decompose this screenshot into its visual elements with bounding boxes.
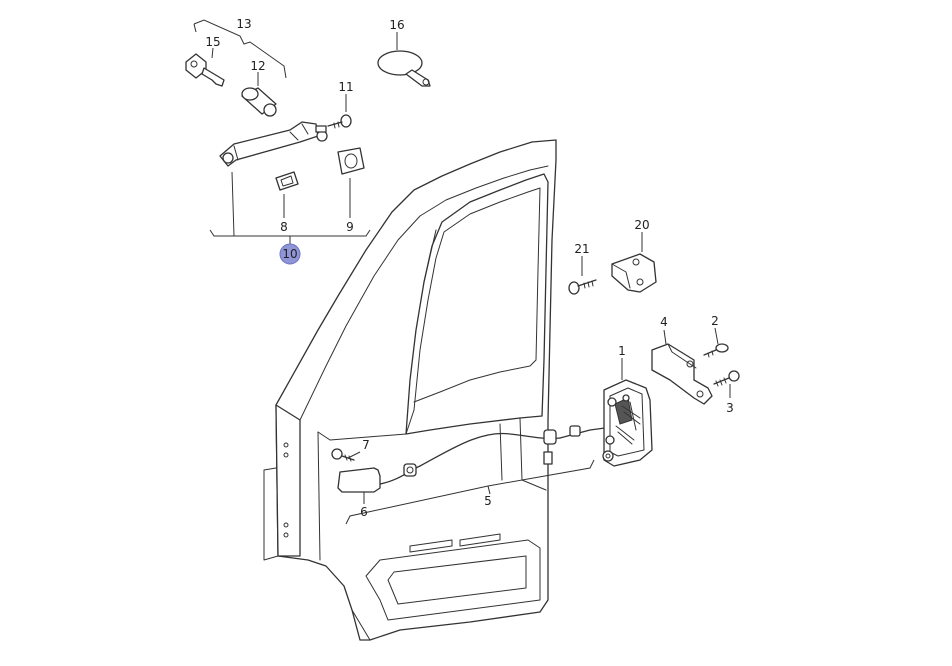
cable-end-fitting <box>543 425 581 445</box>
callout-7[interactable]: 7 <box>362 438 370 452</box>
callout-labels: 13 15 12 16 11 8 9 10 20 21 4 2 1 3 7 6 … <box>205 17 733 519</box>
callout-20[interactable]: 20 <box>634 218 649 232</box>
lock-cylinder-12 <box>241 87 277 117</box>
callout-13[interactable]: 13 <box>236 17 251 31</box>
callout-9[interactable]: 9 <box>346 220 354 234</box>
lock-cover-4 <box>651 343 713 405</box>
leader-lines <box>193 19 731 525</box>
callout-3[interactable]: 3 <box>726 401 734 415</box>
callout-16[interactable]: 16 <box>389 18 404 32</box>
lock-mechanism <box>602 379 653 467</box>
callout-8[interactable]: 8 <box>280 220 288 234</box>
callout-2[interactable]: 2 <box>711 314 719 328</box>
door-shell <box>263 139 557 641</box>
screw-21 <box>568 279 597 295</box>
callout-6[interactable]: 6 <box>360 505 368 519</box>
screw-2 <box>703 343 729 358</box>
screw-11 <box>327 114 352 129</box>
callout-10-highlight <box>279 243 301 265</box>
callout-15[interactable]: 15 <box>205 35 220 49</box>
callout-4[interactable]: 4 <box>660 315 668 329</box>
exterior-handle-10 <box>219 121 328 167</box>
callout-11[interactable]: 11 <box>338 80 353 94</box>
gasket-9 <box>337 147 365 175</box>
screw-3 <box>713 370 740 387</box>
gasket-8 <box>275 171 299 191</box>
inner-mechanism <box>331 425 606 493</box>
callout-1[interactable]: 1 <box>618 344 626 358</box>
cable-clip <box>403 463 417 477</box>
callout-5[interactable]: 5 <box>484 494 492 508</box>
bracket-20 <box>611 253 657 293</box>
callout-12[interactable]: 12 <box>250 59 265 73</box>
callout-21[interactable]: 21 <box>574 242 589 256</box>
cap-16 <box>377 50 431 87</box>
callout-10[interactable]: 10 <box>282 247 297 261</box>
key-15 <box>185 53 225 87</box>
inner-door-handle <box>337 467 381 493</box>
